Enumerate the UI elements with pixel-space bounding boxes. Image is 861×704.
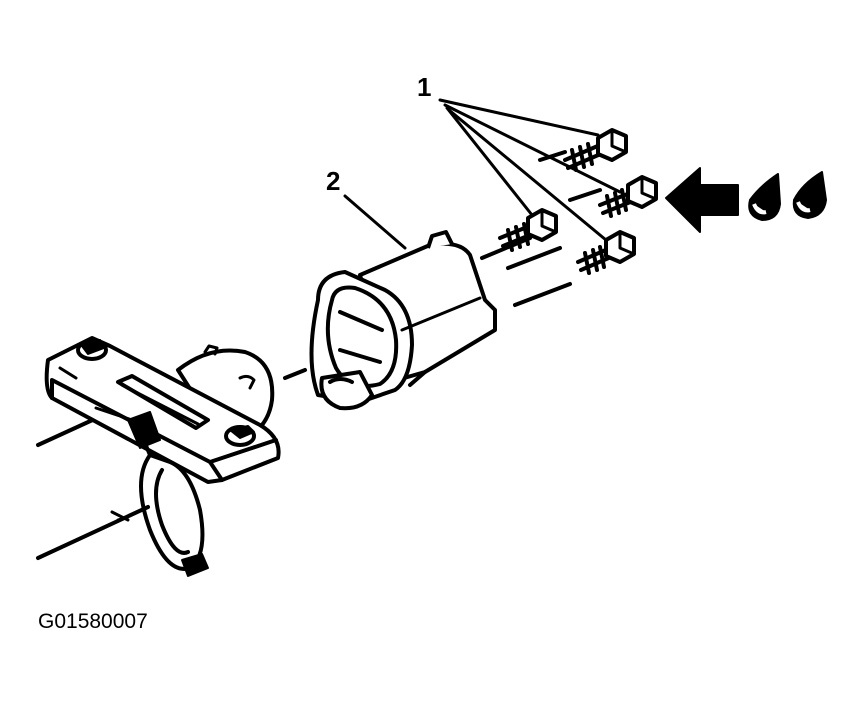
callout-1-label: 1 bbox=[417, 72, 431, 102]
bolt-c bbox=[498, 208, 558, 252]
bolt-a bbox=[563, 128, 628, 172]
callout-2-leader bbox=[343, 194, 407, 250]
arrow-left-icon bbox=[665, 167, 739, 233]
alignment-lines bbox=[283, 150, 602, 380]
lock-housing bbox=[309, 230, 497, 411]
clamp-ring bbox=[94, 406, 209, 577]
callout-1-leaders bbox=[438, 98, 622, 242]
bolt-b bbox=[598, 175, 658, 218]
fluid-drops-icon bbox=[748, 171, 827, 221]
bolt-set bbox=[498, 128, 658, 275]
switch-bracket bbox=[44, 336, 281, 484]
bolt-d bbox=[576, 230, 636, 275]
figure-id: G01580007 bbox=[38, 610, 148, 633]
callout-2-label: 2 bbox=[326, 166, 340, 196]
